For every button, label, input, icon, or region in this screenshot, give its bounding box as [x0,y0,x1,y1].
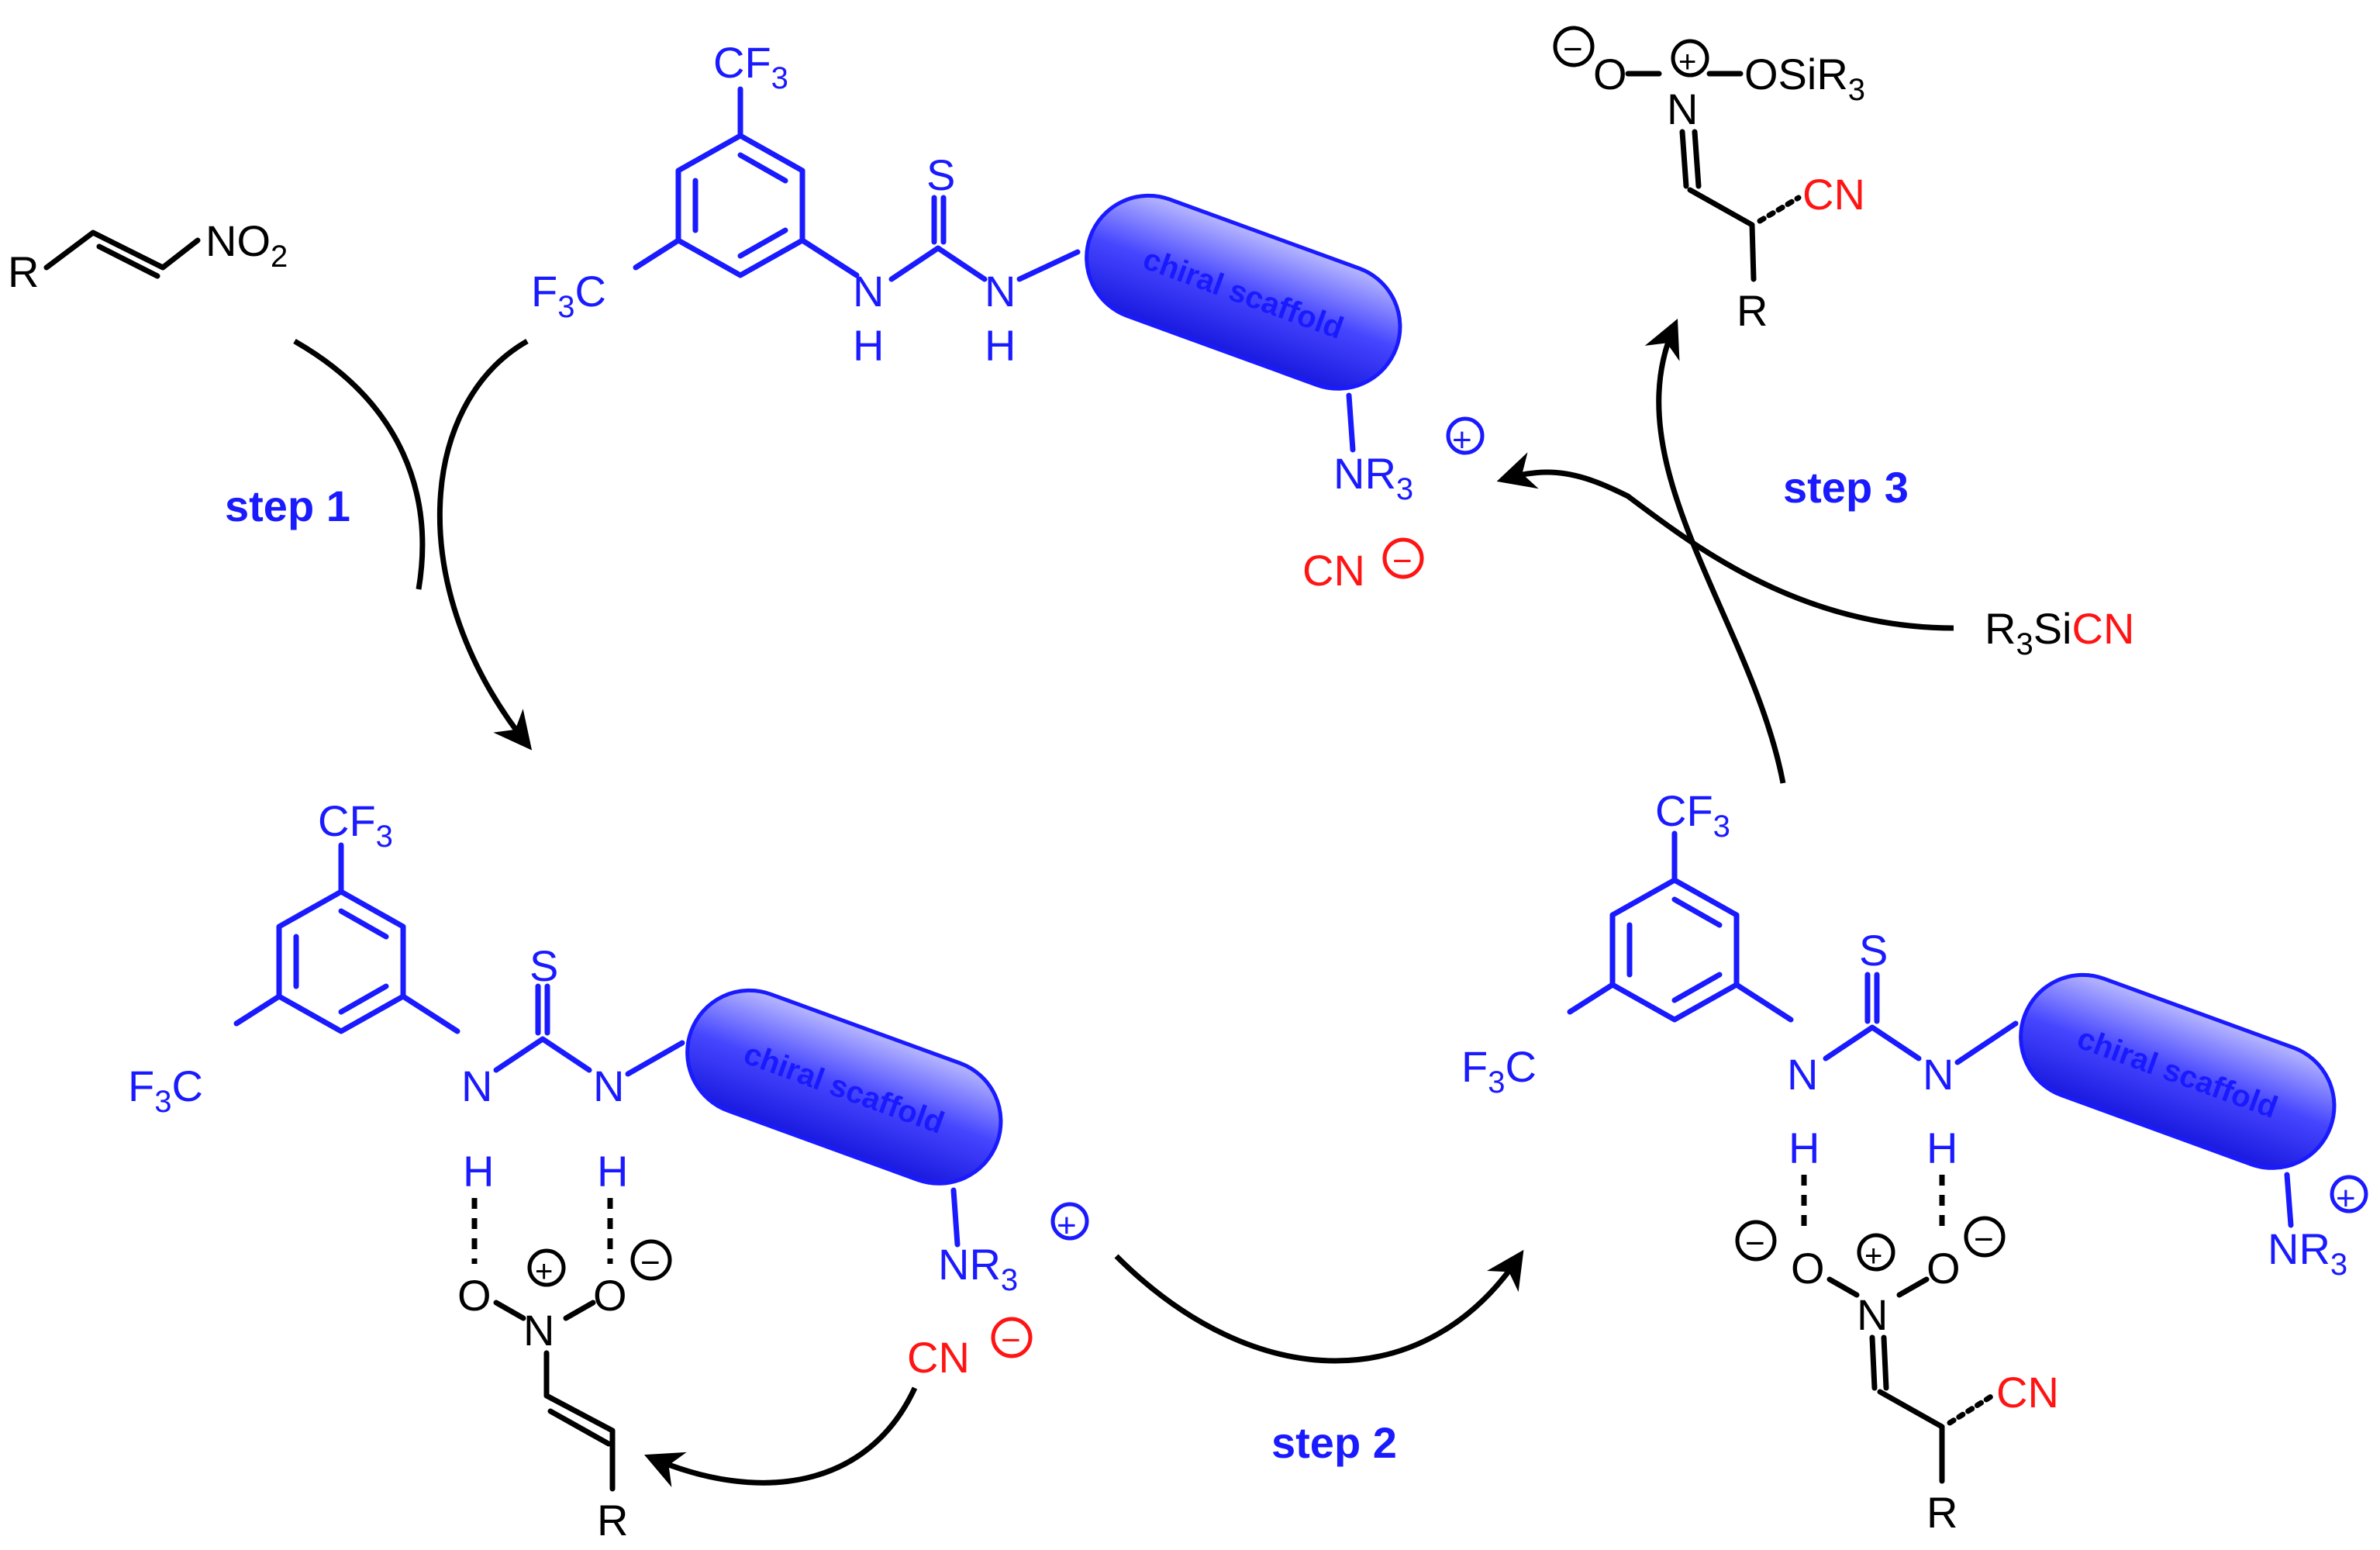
svg-text:CN: CN [907,1333,970,1382]
svg-text:N: N [1923,1050,1954,1099]
svg-text:−: − [1563,30,1583,68]
svg-text:N: N [1787,1050,1818,1099]
step3-label: step 3 [1783,463,1909,512]
chiral-scaffold-right [2019,972,2337,1170]
ammonium-top: NR3 [1333,449,1413,506]
svg-text:N: N [1857,1290,1888,1339]
svg-text:H: H [853,321,884,370]
cyanide-top: CN [1302,546,1365,595]
svg-text:N: N [593,1062,624,1110]
svg-text:F3C: F3C [128,1062,203,1119]
svg-text:CN: CN [1996,1368,2059,1417]
svg-text:O: O [457,1271,492,1320]
chiral-scaffold-left [685,988,1003,1186]
f3c-left: F3C [531,267,606,324]
svg-text:O: O [1926,1244,1961,1293]
svg-text:−: − [1001,1321,1021,1359]
svg-text:CF3: CF3 [1655,786,1730,844]
svg-text:+: + [1678,45,1696,79]
svg-text:S: S [529,941,558,990]
step2-label: step 2 [1271,1418,1397,1467]
svg-text:N: N [1667,85,1698,133]
step3-arrow-up [1644,319,1786,784]
svg-text:N: N [985,267,1016,316]
substrate-R: R [8,247,39,296]
chiral-scaffold-top [1085,193,1402,391]
cf3-top: CF3 [713,38,788,95]
svg-text:R: R [1926,1488,1957,1537]
svg-text:O: O [593,1271,627,1320]
cycle-arrows [293,319,1954,1487]
silyl-nitronate-product: − O N + OSiR3 CN R [1553,26,1865,335]
svg-text:+: + [2336,1179,2356,1217]
svg-text:NR3: NR3 [938,1240,1018,1297]
catalyst-nitronate-complex: CF3 F3C N H S N H chiral scaffold NR3 + … [1461,786,2368,1537]
step1-feed-arc [293,338,426,590]
step3-arrow-left [1496,452,1954,631]
svg-text:R: R [1737,286,1768,335]
svg-text:−: − [1745,1224,1765,1262]
nitroalkene-substrate: R NO2 [8,216,288,296]
svg-text:+: + [1057,1207,1077,1244]
svg-text:CF3: CF3 [318,796,393,854]
svg-text:O: O [1791,1244,1825,1293]
catalyst-top: CF3 F3C N H S N H chiral scaffold NR3 + … [531,38,1485,595]
svg-text:H: H [463,1147,494,1196]
step2-arrow [1114,1249,1524,1364]
catalyst-nitroalkene-complex: CF3 F3C N H S N H chiral scaffold NR3 + … [128,796,1089,1545]
trimethylsilyl-cyanide: R3SiCN [1985,604,2134,661]
svg-text:N: N [523,1306,554,1355]
svg-text:OSiR3: OSiR3 [1744,50,1865,107]
step1-arrow [437,338,533,751]
svg-text:H: H [597,1147,628,1196]
svg-text:H: H [1788,1124,1819,1172]
substrate-NO2: NO2 [205,216,288,274]
svg-text:−: − [640,1244,661,1282]
svg-text:+: + [1452,421,1472,459]
svg-text:N: N [461,1062,492,1110]
cyanide-attack-arrow [643,1386,918,1487]
svg-text:+: + [1864,1239,1882,1273]
svg-text:O: O [1593,50,1627,98]
svg-text:S: S [926,150,955,199]
svg-text:−: − [1392,542,1412,580]
svg-text:N: N [853,267,884,316]
svg-text:R: R [597,1496,628,1545]
svg-text:H: H [985,321,1016,370]
svg-text:F3C: F3C [1461,1042,1537,1099]
svg-text:CN: CN [1802,170,1865,219]
svg-text:NR3: NR3 [2268,1224,2347,1282]
svg-text:−: − [1974,1220,1994,1258]
svg-text:+: + [535,1255,553,1289]
step1-label: step 1 [225,482,350,530]
svg-text:S: S [1859,926,1888,975]
svg-text:H: H [1926,1124,1957,1172]
